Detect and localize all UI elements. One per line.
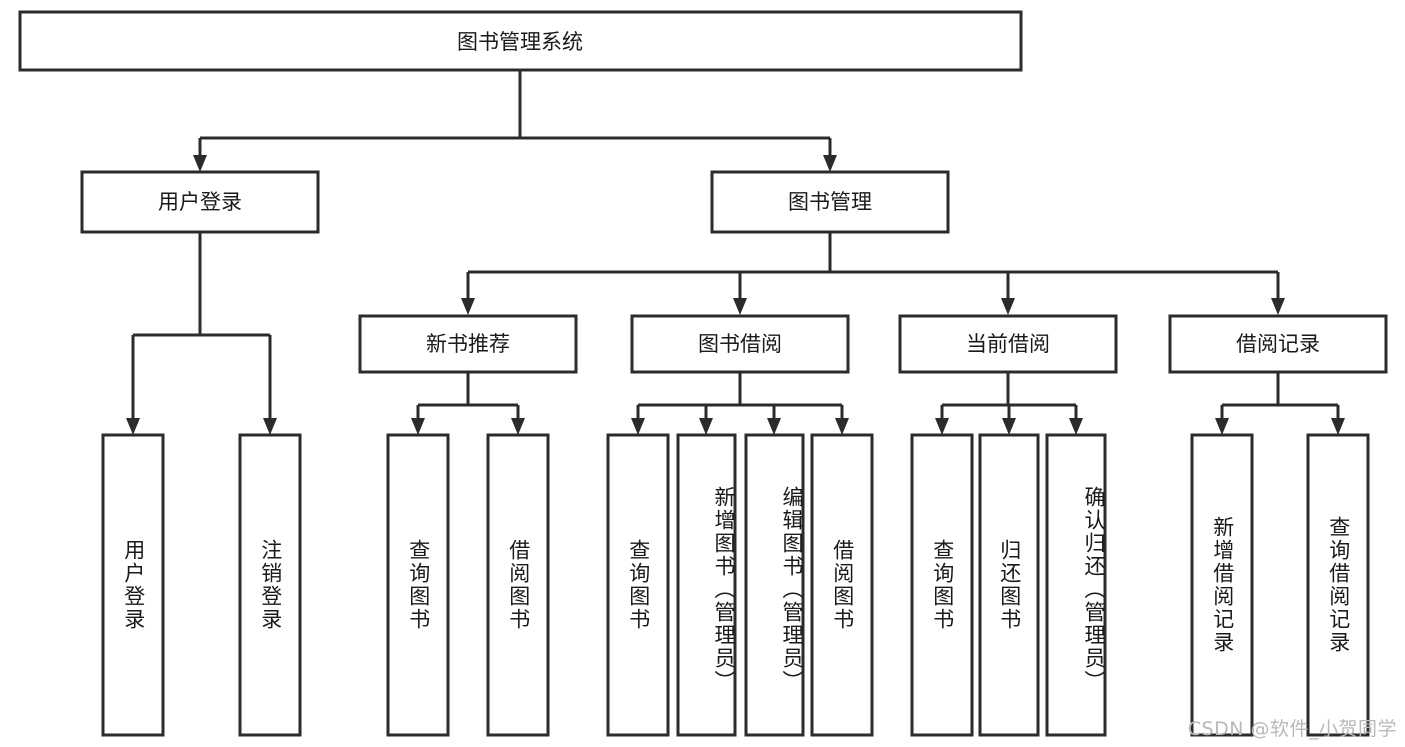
- leaf-box-borrow-book-1[interactable]: [486, 433, 550, 737]
- connector-group-new-book-recommend: [411, 372, 525, 435]
- leaf-box-query-book-3[interactable]: [910, 433, 974, 737]
- arrowhead-leaf-logout: [263, 418, 277, 435]
- connector-group-current-borrow: [935, 372, 1083, 435]
- leaf-box-confirm-return[interactable]: [1045, 433, 1107, 737]
- node-book-borrow-label: 图书借阅: [698, 332, 782, 356]
- leaf-box-add-book[interactable]: [676, 433, 737, 737]
- arrowhead-leaf-add-book: [699, 418, 713, 435]
- node-book-manage-label: 图书管理: [788, 190, 872, 214]
- arrowhead-leaf-borrow-book-1: [511, 418, 525, 435]
- arrowhead-borrow-record: [1271, 298, 1285, 315]
- node-new-book-recommend-box[interactable]: [358, 314, 578, 374]
- connector-group-root: [193, 70, 837, 172]
- leaf-box-borrow-book-2[interactable]: [810, 433, 874, 737]
- arrowhead-leaf-edit-book: [767, 418, 781, 435]
- leaf-box-query-book-2[interactable]: [606, 433, 670, 737]
- arrowhead-leaf-query-record: [1331, 418, 1345, 435]
- leaf-box-user-login[interactable]: [101, 433, 165, 737]
- leaf-box-return-book[interactable]: [978, 433, 1040, 737]
- connector-group-user-login: [126, 232, 277, 435]
- arrowhead-leaf-query-book-2: [631, 418, 645, 435]
- arrowhead-leaf-query-book-1: [411, 418, 425, 435]
- arrowhead-leaf-borrow-book-2: [835, 418, 849, 435]
- connector-group-book-manage: [461, 232, 1285, 315]
- arrowhead-new-book-recommend: [461, 298, 475, 315]
- arrowhead-book-borrow: [733, 298, 747, 315]
- connector-group-borrow-record: [1215, 372, 1345, 435]
- leaf-box-logout[interactable]: [238, 433, 302, 737]
- node-root-label: 图书管理系统: [457, 30, 583, 54]
- arrowhead-leaf-query-book-3: [935, 418, 949, 435]
- node-user-login-box[interactable]: [80, 170, 320, 234]
- arrowhead-leaf-confirm-return: [1069, 418, 1083, 435]
- node-user-login-label: 用户登录: [158, 190, 242, 214]
- leaf-box-query-record[interactable]: [1306, 433, 1370, 737]
- arrowhead-leaf-user-login: [126, 418, 140, 435]
- node-root-box[interactable]: [18, 10, 1023, 72]
- leaf-box-edit-book[interactable]: [744, 433, 805, 737]
- node-new-book-recommend-label: 新书推荐: [426, 332, 510, 356]
- arrowhead-user-login: [193, 155, 207, 172]
- node-current-borrow-box[interactable]: [898, 314, 1118, 374]
- arrowhead-leaf-return-book: [1002, 418, 1016, 435]
- node-borrow-record-box[interactable]: [1168, 314, 1388, 374]
- leaf-box-query-book-1[interactable]: [386, 433, 450, 737]
- arrowhead-book-manage: [823, 155, 837, 172]
- connector-group-book-borrow: [631, 372, 849, 435]
- arrowhead-leaf-add-record: [1215, 418, 1229, 435]
- node-book-borrow-box[interactable]: [630, 314, 850, 374]
- leaf-box-add-record[interactable]: [1190, 433, 1254, 737]
- csdn-watermark: CSDN @软件_小贺同学: [1187, 718, 1397, 740]
- node-book-manage-box[interactable]: [710, 170, 950, 234]
- node-current-borrow-label: 当前借阅: [966, 332, 1050, 356]
- node-borrow-record-label: 借阅记录: [1236, 332, 1320, 356]
- arrowhead-current-borrow: [1001, 298, 1015, 315]
